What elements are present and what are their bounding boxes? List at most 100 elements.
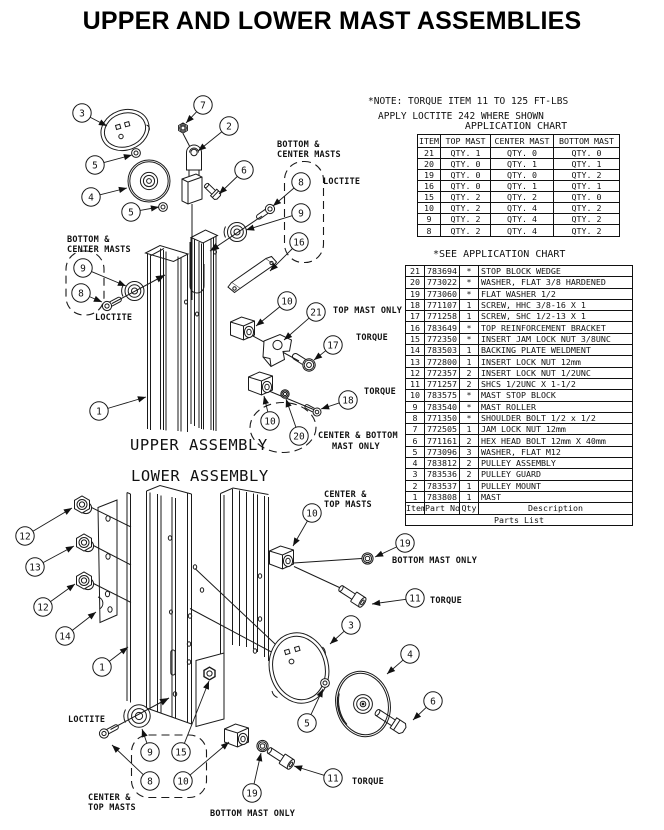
callout-balloon [289,232,309,252]
callout-leader [197,131,223,152]
callout-balloon [302,503,322,523]
backing-plate [97,499,118,624]
callout-leader [141,728,148,744]
callout-leader [371,598,406,607]
diagram-label: LOCTITE [95,313,132,323]
callout-balloon [140,771,160,791]
callout-leader [139,205,160,212]
callout-number: 9 [147,747,153,758]
callout-balloon [277,291,297,311]
callout-balloon [73,258,93,278]
diagram-label: TORQUE [364,387,396,397]
callout-leader [107,396,147,409]
callout-leader [91,271,127,287]
callout-balloon [171,742,191,762]
diagram-label: TORQUE [356,333,388,343]
callout-balloon [306,302,326,322]
callout-number: 20 [293,431,305,442]
callout-number: 6 [430,696,436,707]
callout-balloon [193,95,213,115]
callout-number: 11 [409,593,421,604]
mast-roller-upper-left [121,281,145,301]
callout-leader [313,350,327,361]
callout-balloon [323,335,343,355]
callout-balloon [242,783,262,803]
callout-balloon [423,691,443,711]
jam-lock-nut-15 [203,666,216,681]
callout-number: 10 [306,508,318,519]
hex-bolt-6-upper [203,182,222,201]
diagram-label: MAST ONLY [332,442,381,452]
callout-number: 4 [407,649,413,660]
callout-leader [50,583,76,602]
callout-leader [111,744,144,775]
callout-leader [255,306,281,327]
callout-leader [185,111,198,124]
callout-leader [42,545,75,564]
torque-note-line2: APPLY LOCTITE 242 WHERE SHOWN [378,111,544,122]
callout-leader [183,680,210,744]
pulley-assembly-lower [335,670,391,738]
insert-lock-nut-12b [76,571,95,591]
upper-mast [144,229,219,432]
callout-leader [253,752,263,785]
mast-stop-block-2 [248,371,273,396]
diagram-label: TOP MASTS [324,500,372,510]
callout-balloon [338,390,358,410]
shcs-bolt-11a [336,582,368,609]
diagram-label: CENTER MASTS [277,150,341,160]
callout-balloon [341,615,361,635]
callout-number: 8 [298,177,304,188]
callout-leader [189,741,230,776]
callout-number: 5 [304,718,310,729]
callout-number: 13 [29,562,40,573]
mast-stop-block-4 [224,723,249,748]
callout-leader [374,546,397,558]
diagram-label: TORQUE [352,777,384,787]
table-cell: QTY. 4 [490,224,554,237]
callout-leader [109,646,129,662]
callout-balloon [85,155,105,175]
callout-leader [386,659,404,675]
callout-balloon [25,557,45,577]
page-title: UPPER AND LOWER MAST ASSEMBLIES [82,7,582,35]
pulley-assembly-upper [127,159,171,203]
callout-balloon [297,713,317,733]
mast-roller-lower [123,704,151,728]
see-application-chart-note: *SEE APPLICATION CHART [433,249,566,260]
flat-washer-19b [256,739,269,753]
callout-balloon [33,597,53,617]
callout-number: 10 [177,776,189,787]
diagram-label: LOCTITE [323,177,360,187]
callout-number: 9 [80,263,86,274]
callout-number: 7 [200,100,206,111]
callout-balloon [15,526,35,546]
callout-number: 6 [241,165,247,176]
callout-number: 5 [128,207,134,218]
insert-lock-nut-13 [76,533,95,553]
diagram-label: BOTTOM & [277,140,320,150]
callout-number: 12 [19,531,30,542]
diagram-label: LOCTITE [68,715,105,725]
callout-balloon [400,644,420,664]
callout-number: 19 [246,788,258,799]
callout-number: 3 [348,620,354,631]
callout-balloon [291,172,311,192]
callout-leader [99,186,128,196]
callout-balloon [219,116,239,136]
lower-mast [126,484,269,725]
